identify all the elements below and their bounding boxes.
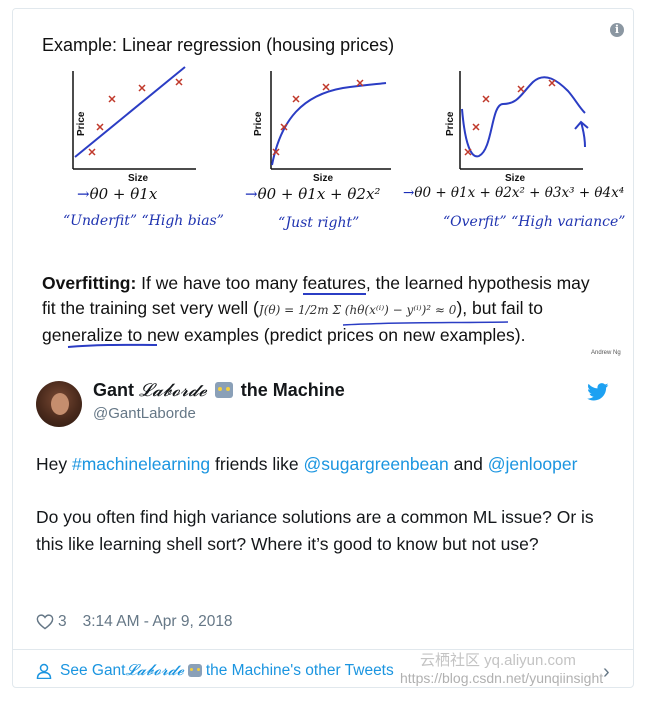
user-display-name[interactable]: Gant 𝓛𝓪𝓫𝓸𝓻𝓭𝓮 the Machine [93,380,345,401]
slide-title: Example: Linear regression (housing pric… [42,35,395,55]
axis-label-size-2: Size [313,173,333,184]
robot-emoji-icon [214,382,233,398]
watermark-csdn: https://blog.csdn.net/yunqiinsight [400,670,604,686]
twitter-bird-icon[interactable] [587,383,609,401]
like-count[interactable]: 3 [58,613,67,630]
note-overfit: “Overfit” “High variance” [443,214,626,230]
axis-label-size-1: Size [128,173,148,184]
plot-just-right [270,71,391,170]
info-icon[interactable]: i [610,23,624,37]
mention-link-sugargreenbean[interactable]: @sugargreenbean [303,454,449,474]
avatar[interactable] [36,381,82,427]
hypothesis-2: →θ0 + θ1x + θ2x² [245,185,381,203]
note-underfit: “Underfit” “High bias” [63,213,224,229]
hypothesis-1: →θ0 + θ1x [77,185,158,203]
tweet-text: Hey #machinelearning friends like @sugar… [36,451,616,584]
divider [13,649,633,650]
slide-credit: Andrew Ng [591,350,621,356]
slide-plots: Price Price Price Size Size Size [67,66,589,348]
plot-overfit [459,71,589,170]
slide-image[interactable]: Example: Linear regression (housing pric… [13,9,633,361]
overfitting-paragraph: Overfitting: If we have too many feature… [42,273,590,345]
heart-icon[interactable] [36,614,54,630]
data-point-markers [88,78,183,156]
axis-label-price-3: Price [445,111,456,136]
chevron-right-icon[interactable]: › [603,661,610,683]
axis-label-size-3: Size [505,173,525,184]
tweet-meta: 3 3:14 AM - Apr 9, 2018 [36,613,233,631]
robot-emoji-icon-small [187,664,202,677]
tweet-paragraph-2: Do you often find high variance solution… [36,507,594,554]
axis-label-price-2: Price [253,111,264,136]
see-other-tweets-link[interactable]: See Gant 𝓛𝓪𝓫𝓸𝓻𝓭𝓮 the Machine's other Twe… [36,661,394,680]
axis-label-price-1: Price [76,111,87,136]
tweet-card: Example: Linear regression (housing pric… [12,8,634,688]
tweet-timestamp[interactable]: 3:14 AM - Apr 9, 2018 [82,613,233,630]
mention-link-jenlooper[interactable]: @jenlooper [487,454,578,474]
note-just-right: “Just right” [278,215,360,231]
watermark-aliyun: 云栖社区 yq.aliyun.com [420,652,576,669]
user-handle[interactable]: @GantLaborde [93,405,196,422]
plot-underfit [72,66,196,170]
hypothesis-3: →θ0 + θ1x + θ2x² + θ3x³ + θ4x⁴ [403,185,625,201]
person-icon [36,663,52,679]
hashtag-link[interactable]: #machinelearning [71,454,211,474]
